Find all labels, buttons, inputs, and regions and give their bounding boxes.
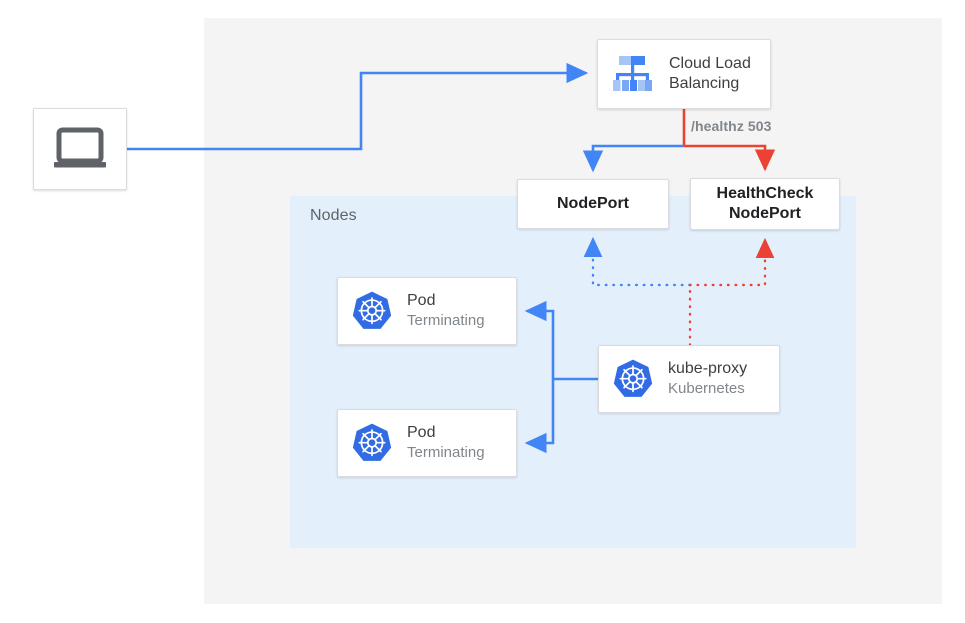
- kube-proxy-text: kube-proxy Kubernetes: [668, 359, 747, 399]
- kubernetes-icon: [352, 423, 392, 461]
- cloud-load-balancing-node[interactable]: Cloud Load Balancing: [597, 39, 771, 109]
- nodeport-label: NodePort: [557, 194, 629, 212]
- pod-node-2[interactable]: Pod Terminating: [337, 409, 517, 477]
- nodeport-node[interactable]: NodePort: [517, 179, 669, 229]
- pod-1-subtitle: Terminating: [407, 312, 485, 330]
- pod-1-text: Pod Terminating: [407, 291, 485, 331]
- cloud-load-balancing-icon: [613, 56, 652, 91]
- pod-2-text: Pod Terminating: [407, 423, 485, 463]
- kube-proxy-subtitle: Kubernetes: [668, 380, 745, 398]
- cloud-load-balancing-title-line-2: Balancing: [669, 75, 740, 92]
- pod-1-title: Pod: [407, 292, 436, 310]
- pod-2-title: Pod: [407, 424, 436, 442]
- pod-node-1[interactable]: Pod Terminating: [337, 277, 517, 345]
- kube-proxy-title: kube-proxy: [668, 360, 748, 378]
- cloud-load-balancing-title-line-1: Cloud Load: [669, 54, 751, 72]
- kubernetes-icon: [352, 291, 392, 329]
- client-node[interactable]: [33, 108, 127, 190]
- kubernetes-icon: [613, 359, 653, 397]
- healthz-edge-label: /healthz 503: [691, 118, 772, 134]
- nodes-region-label: Nodes: [310, 207, 357, 224]
- cloud-load-balancing-text: Cloud Load Balancing: [669, 54, 751, 95]
- laptop-icon: [54, 127, 106, 168]
- kube-proxy-node[interactable]: kube-proxy Kubernetes: [598, 345, 780, 413]
- healthcheck-nodeport-label-line-1: HealthCheck: [716, 184, 814, 202]
- pod-2-subtitle: Terminating: [407, 444, 485, 462]
- healthcheck-nodeport-node[interactable]: HealthCheck NodePort: [690, 178, 840, 230]
- healthcheck-nodeport-label-line-2: NodePort: [729, 205, 801, 222]
